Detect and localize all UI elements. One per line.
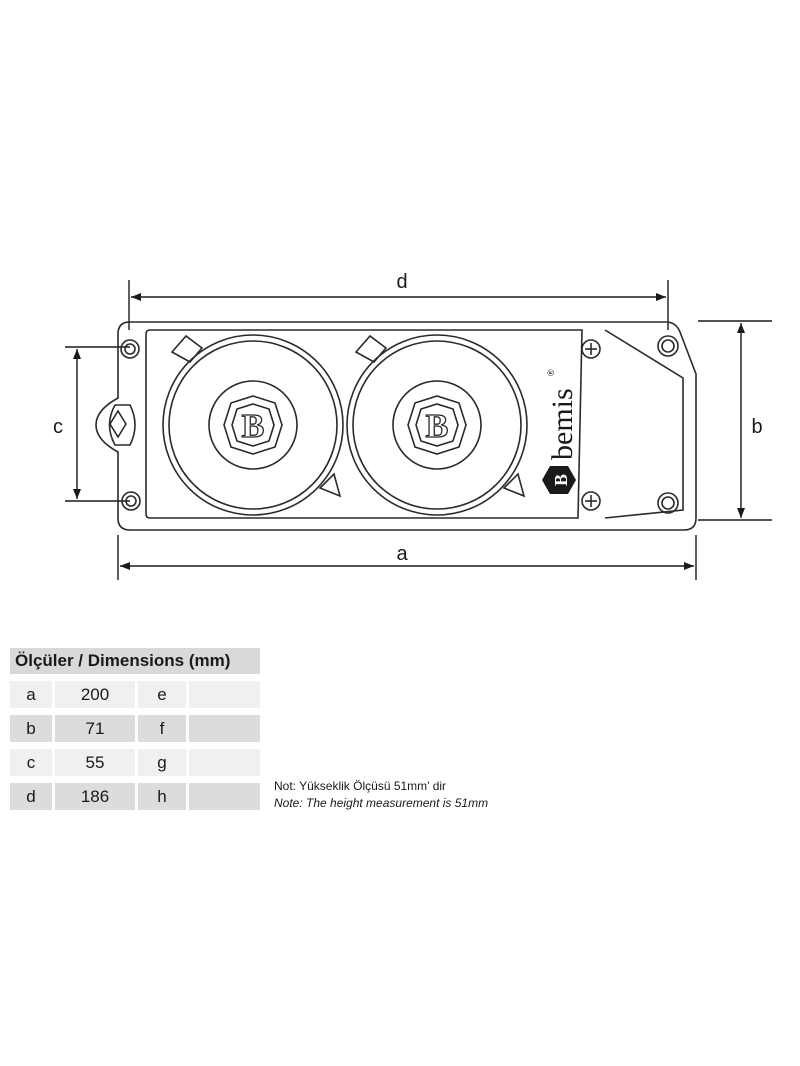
table-cell-value: 55 xyxy=(55,749,135,776)
table-cell-value: 71 xyxy=(55,715,135,742)
dimension-label-a: a xyxy=(396,543,408,565)
table-cell-key2: e xyxy=(138,681,186,708)
table-cell-value2 xyxy=(189,715,260,742)
socket-body xyxy=(95,321,697,531)
height-note: Not: Yükseklik Ölçüsü 51mm’ dir Note: Th… xyxy=(274,778,488,812)
table-cell-value: 186 xyxy=(55,783,135,810)
note-english: Note: The height measurement is 51mm xyxy=(274,796,489,810)
table-cell-value2 xyxy=(189,681,260,708)
table-cell-value2 xyxy=(189,749,260,776)
dimensions-table: Ölçüler / Dimensions (mm) a 200 e b 71 f… xyxy=(10,648,260,817)
table-title: Ölçüler / Dimensions (mm) xyxy=(10,648,260,674)
table-row: c 55 g xyxy=(10,749,260,776)
left-lid-logo: B xyxy=(242,408,265,445)
table-cell-value2 xyxy=(189,783,260,810)
dimension-label-c: c xyxy=(53,416,63,438)
dimension-b xyxy=(698,320,772,521)
brand-badge-letter: B xyxy=(551,474,571,486)
left-socket-lid xyxy=(162,334,344,516)
dimension-a xyxy=(117,535,697,580)
table-cell-value: 200 xyxy=(55,681,135,708)
brand-registered-mark: ® xyxy=(546,369,556,376)
table-cell-key: d xyxy=(10,783,52,810)
table-cell-key2: g xyxy=(138,749,186,776)
dimension-c xyxy=(65,346,130,502)
note-turkish: Not: Yükseklik Ölçüsü 51mm’ dir xyxy=(274,779,447,793)
brand-name: bemis xyxy=(546,388,579,460)
table-cell-key: a xyxy=(10,681,52,708)
dimension-label-b: b xyxy=(751,416,762,438)
right-socket-lid xyxy=(346,334,528,516)
right-lid-logo: B xyxy=(426,408,449,445)
brand-badge xyxy=(542,466,576,494)
table-cell-key: b xyxy=(10,715,52,742)
dimension-label-d: d xyxy=(396,271,407,293)
technical-drawing: d a b c xyxy=(53,271,772,580)
brand-logo: B bemis ® xyxy=(542,369,579,494)
table-cell-key2: h xyxy=(138,783,186,810)
table-row: b 71 f xyxy=(10,715,260,742)
table-cell-key2: f xyxy=(138,715,186,742)
table-cell-key: c xyxy=(10,749,52,776)
table-row: a 200 e xyxy=(10,681,260,708)
table-row: d 186 h xyxy=(10,783,260,810)
